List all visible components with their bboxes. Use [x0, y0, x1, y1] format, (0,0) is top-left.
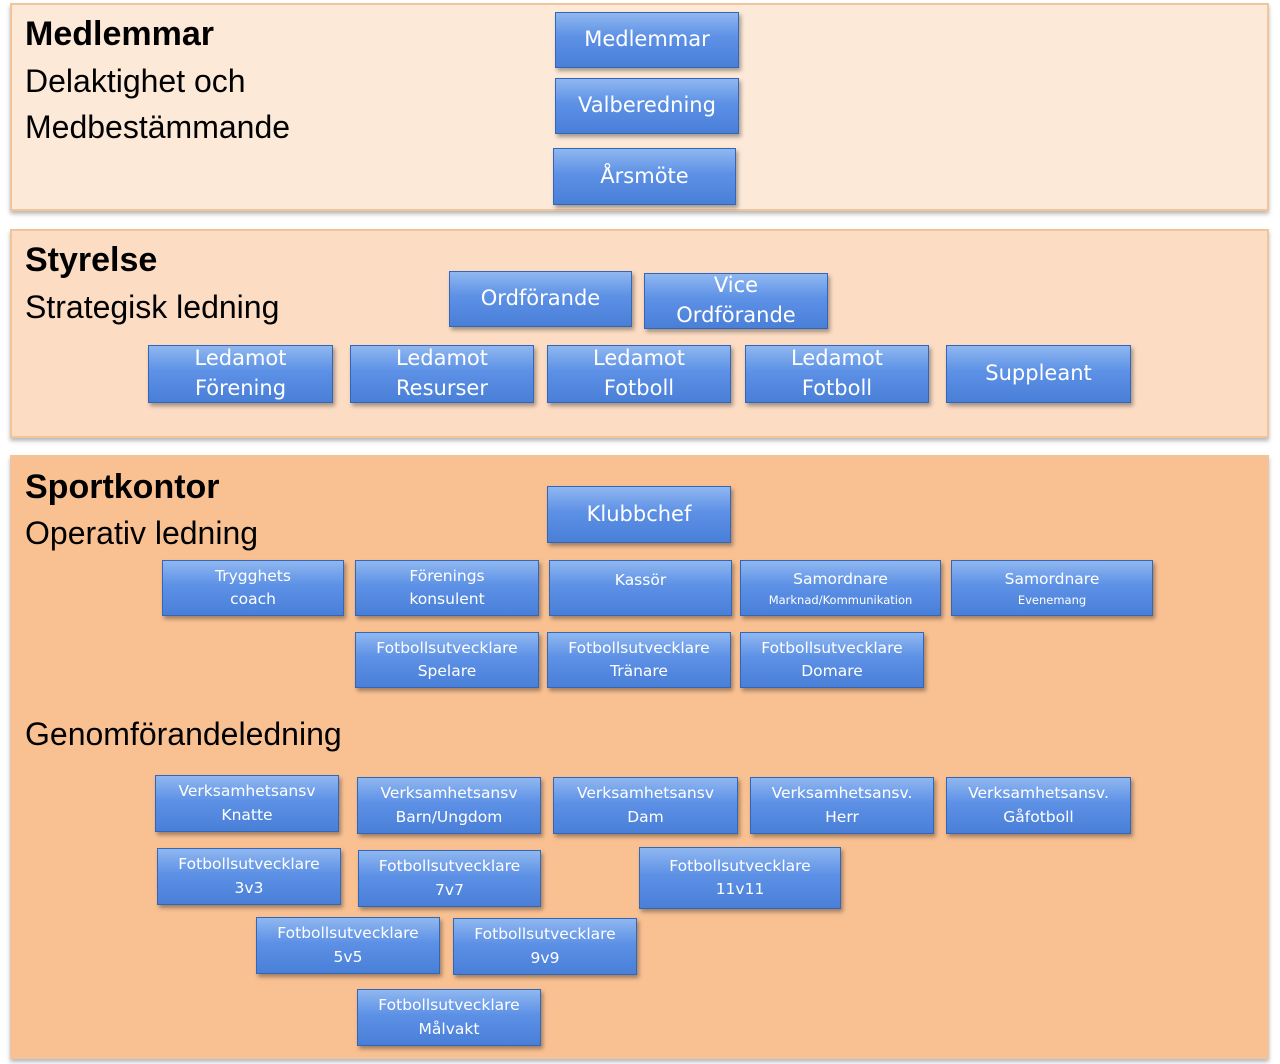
section-title-styrelse: Styrelse	[25, 241, 158, 279]
org-box-trygghetscoach: Trygghets coach	[162, 560, 344, 616]
org-box-label-line-2: 9v9	[530, 948, 560, 967]
org-box-label-line-1: Verksamhetsansv.	[771, 784, 913, 803]
org-box-fu-11v11: Fotbollsutvecklare 11v11	[639, 847, 841, 909]
org-box-fu-domare: Fotbollsutvecklare Domare	[740, 632, 924, 688]
org-box-fu-7v7: Fotbollsutvecklare 7v7	[358, 850, 541, 907]
org-box-label-line-1: Fotbollsutvecklare	[277, 924, 419, 943]
org-box-label-line-1: Fotbollsutvecklare	[568, 638, 710, 657]
org-box-label-line-2: 5v5	[333, 947, 363, 966]
org-box-label-line-2: Förening	[194, 376, 287, 400]
org-box-fu-spelare: Fotbollsutvecklare Spelare	[355, 632, 539, 688]
org-box-label-line-2: Målvakt	[418, 1019, 480, 1038]
org-box-label-line-2: 3v3	[234, 878, 264, 897]
section-sportkontor	[10, 455, 1269, 1059]
org-box-label-line-2: Evenemang	[1017, 592, 1087, 607]
org-box-label-line-1: Förenings	[409, 566, 485, 585]
section-subtitle-styrelse: Strategisk ledning	[25, 289, 280, 325]
org-box-klubbchef: Klubbchef	[547, 486, 731, 543]
org-box-ledamot-fotboll-2: Ledamot Fotboll	[745, 345, 929, 403]
org-box-valberedning: Valberedning	[555, 78, 739, 134]
section-subtitle-medlemmar-2: Medbestämmande	[25, 109, 291, 145]
org-box-label-line-1: Fotbollsutvecklare	[474, 925, 616, 944]
org-box-label-line-1: Samordnare	[1004, 570, 1100, 589]
org-box-label: Årsmöte	[600, 163, 689, 188]
org-box-label-line-2: 11v11	[715, 880, 765, 898]
org-box-ordforande: Ordförande	[449, 271, 632, 327]
org-box-fu-5v5: Fotbollsutvecklare 5v5	[256, 917, 440, 974]
section-title-sportkontor: Sportkontor	[25, 468, 220, 506]
org-box-label-line-1: Trygghets	[215, 566, 291, 585]
org-box-label-line-1: Fotbollsutvecklare	[378, 996, 520, 1015]
org-box-foreningskonsulent: Förenings konsulent	[355, 560, 539, 616]
org-box-label-line-2: Knatte	[221, 805, 273, 824]
org-box-label-line-1: Samordnare	[793, 570, 888, 589]
org-box-label-line-2: Gåfotboll	[1003, 807, 1074, 826]
org-box-va-herr: Verksamhetsansv. Herr	[750, 777, 934, 834]
org-box-label-line-1: Verksamhetsansv	[380, 784, 518, 803]
section-styrelse	[10, 229, 1269, 438]
org-box-label-line-1: Verksamhetsansv.	[968, 784, 1109, 803]
org-box-ledamot-forening: Ledamot Förening	[148, 345, 333, 403]
org-box-label-line-2: Resurser	[396, 376, 488, 400]
section-subtitle-genomforande: Genomförandeledning	[25, 716, 342, 752]
org-box-suppleant: Suppleant	[946, 345, 1131, 403]
section-subtitle-medlemmar-1: Delaktighet och	[25, 63, 246, 99]
org-box-label-line-1: Fotbollsutvecklare	[378, 857, 521, 876]
section-title-medlemmar: Medlemmar	[25, 15, 214, 53]
org-box-label: Medlemmar	[584, 27, 710, 52]
org-box-label-line-1: Fotbollsutvecklare	[376, 638, 518, 657]
org-box-fu-tranare: Fotbollsutvecklare Tränare	[547, 632, 731, 688]
org-box-label-line-2: Herr	[825, 807, 859, 826]
org-box-samordnare-evenemang: Samordnare Evenemang	[951, 560, 1153, 616]
org-box-kassor: Kassör	[549, 560, 732, 616]
org-box-label-line-2: Dam	[627, 807, 664, 826]
org-box-label-line-1: Vice	[713, 273, 759, 298]
org-box-label-line-1: Verksamhetsansv	[178, 782, 316, 801]
org-box-fu-malvakt: Fotbollsutvecklare Målvakt	[357, 989, 541, 1046]
org-box-label-line-1: Ledamot	[791, 346, 883, 371]
org-box-label-line-1: Ledamot	[396, 346, 488, 371]
org-box-label-line-1: Verksamhetsansv	[576, 784, 715, 803]
org-box-va-dam: Verksamhetsansv Dam	[553, 777, 738, 834]
org-box-label: Kassör	[614, 571, 667, 589]
org-box-va-barn-ungdom: Verksamhetsansv Barn/Ungdom	[357, 777, 541, 834]
org-box-label-line-1: Fotbollsutvecklare	[178, 855, 320, 874]
org-box-arsmote: Årsmöte	[553, 148, 736, 205]
org-box-label-line-2: Spelare	[417, 662, 477, 680]
org-box-label: Klubbchef	[586, 501, 692, 526]
org-box-label-line-2: 7v7	[435, 880, 464, 899]
org-box-label-line-1: Ledamot	[194, 346, 287, 371]
org-box-label-line-2: Ordförande	[676, 303, 796, 327]
org-box-label-line-2: Fotboll	[603, 376, 675, 400]
org-box-label-line-1: Fotbollsutvecklare	[669, 856, 811, 875]
org-box-va-gafotboll: Verksamhetsansv. Gåfotboll	[946, 777, 1131, 834]
org-box-label-line-2: Barn/Ungdom	[395, 807, 503, 826]
org-box-fu-9v9: Fotbollsutvecklare 9v9	[453, 918, 637, 975]
org-box-label-line-1: Fotbollsutvecklare	[761, 638, 903, 657]
org-box-ledamot-fotboll-1: Ledamot Fotboll	[547, 345, 731, 403]
org-box-label-line-2: Marknad/Kommunikation	[768, 592, 913, 607]
section-subtitle-operativ: Operativ ledning	[25, 515, 259, 551]
org-box-medlemmar: Medlemmar	[555, 12, 739, 68]
org-box-label: Ordförande	[480, 286, 601, 311]
org-box-va-knatte: Verksamhetsansv Knatte	[155, 775, 339, 832]
org-box-label: Suppleant	[985, 361, 1092, 386]
org-box-vice-ordforande: Vice Ordförande	[644, 273, 828, 329]
org-box-fu-3v3: Fotbollsutvecklare 3v3	[157, 848, 341, 905]
org-box-label-line-2: Domare	[801, 662, 863, 680]
org-box-label-line-2: coach	[230, 590, 276, 608]
org-box-label: Valberedning	[578, 93, 716, 118]
org-box-label-line-2: Tränare	[610, 662, 668, 680]
org-box-ledamot-resurser: Ledamot Resurser	[350, 345, 534, 403]
org-box-label-line-1: Ledamot	[593, 346, 685, 371]
org-box-label-line-2: Fotboll	[801, 376, 873, 400]
org-box-label-line-2: konsulent	[409, 590, 485, 608]
org-box-samordnare-marknad: Samordnare Marknad/Kommunikation	[740, 560, 941, 616]
